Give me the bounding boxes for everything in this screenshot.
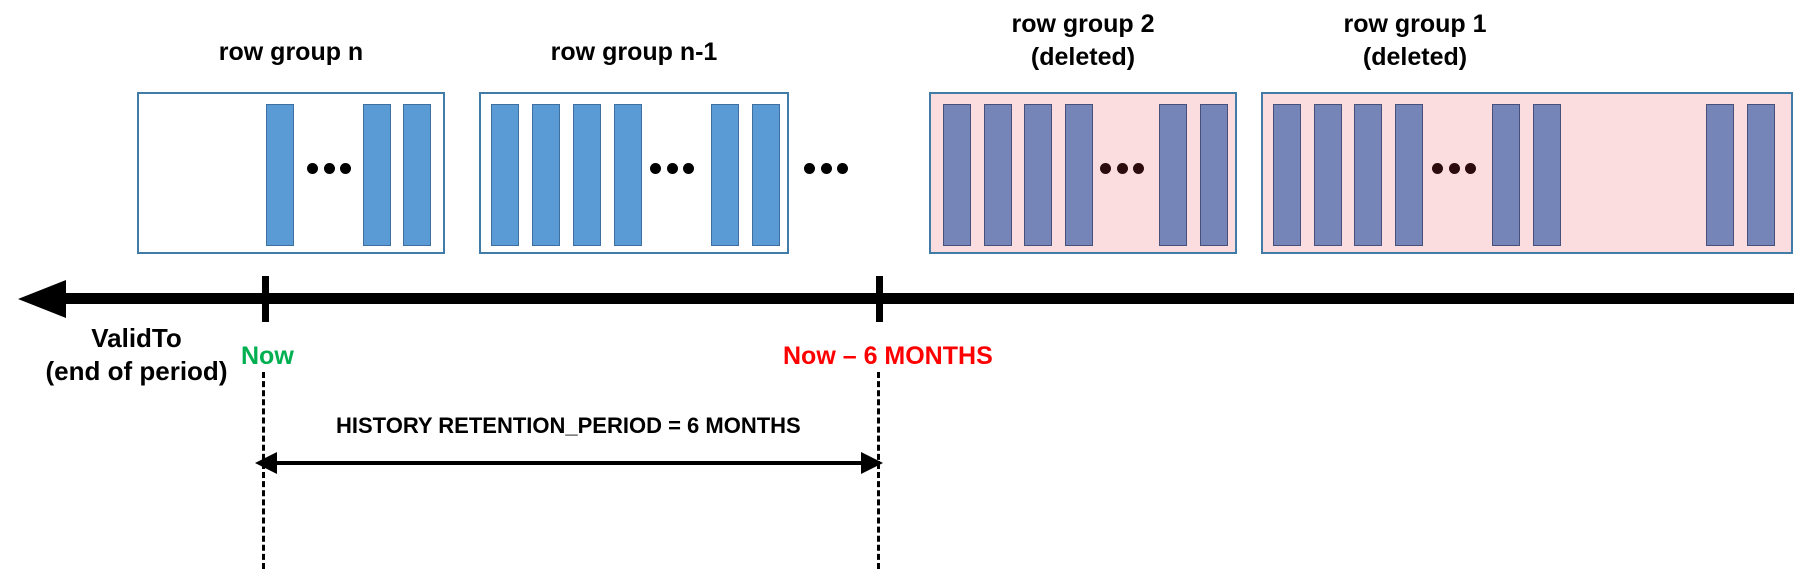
row-group-column-bar (1024, 104, 1052, 246)
row-group-n-1-box (479, 92, 789, 254)
timeline-axis (60, 293, 1794, 304)
row-group-column-bar (614, 104, 642, 246)
row-group-2-caption: row group 2 (deleted) (1011, 10, 1155, 71)
row-group-column-bar (1395, 104, 1423, 246)
row-group-column-bar (1533, 104, 1561, 246)
retention-period-label: HISTORY RETENTION_PERIOD = 6 MONTHS (336, 413, 801, 438)
timeline-arrowhead-icon (18, 280, 66, 318)
now-minus-6-months-label: Now – 6 MONTHS (783, 342, 993, 370)
ellipsis-icon (1432, 163, 1476, 174)
row-group-column-bar (752, 104, 780, 246)
ellipsis-icon (650, 163, 694, 174)
row-group-column-bar (1273, 104, 1301, 246)
row-group-n-box (137, 92, 445, 254)
retention-span-line (262, 461, 880, 465)
tick-now-minus-6-months (876, 276, 883, 322)
row-group-column-bar (1354, 104, 1382, 246)
row-group-column-bar (1747, 104, 1775, 246)
ellipsis-icon (307, 163, 351, 174)
ellipsis-icon (1100, 163, 1144, 174)
row-group-column-bar (943, 104, 971, 246)
row-group-column-bar (573, 104, 601, 246)
row-group-n-caption: row group n (218, 38, 364, 66)
now-label: Now (241, 342, 294, 370)
row-group-column-bar (1065, 104, 1093, 246)
ellipsis-between-groups-icon (804, 163, 848, 174)
tick-now (262, 276, 269, 322)
row-group-1-caption: row group 1 (deleted) (1343, 10, 1487, 71)
validto-axis-label: ValidTo (end of period) (45, 323, 228, 386)
retention-span-arrow-right-icon (861, 452, 883, 474)
row-group-column-bar (363, 104, 391, 246)
row-group-column-bar (1706, 104, 1734, 246)
row-group-2-box (929, 92, 1237, 254)
row-group-column-bar (403, 104, 431, 246)
row-group-n-1-caption: row group n-1 (550, 38, 718, 66)
row-group-column-bar (491, 104, 519, 246)
row-group-column-bar (1492, 104, 1520, 246)
row-group-column-bar (1200, 104, 1228, 246)
row-group-column-bar (1314, 104, 1342, 246)
row-group-column-bar (1159, 104, 1187, 246)
row-group-column-bar (532, 104, 560, 246)
row-group-1-box (1261, 92, 1793, 254)
row-group-column-bar (266, 104, 294, 246)
row-group-column-bar (711, 104, 739, 246)
row-group-column-bar (984, 104, 1012, 246)
